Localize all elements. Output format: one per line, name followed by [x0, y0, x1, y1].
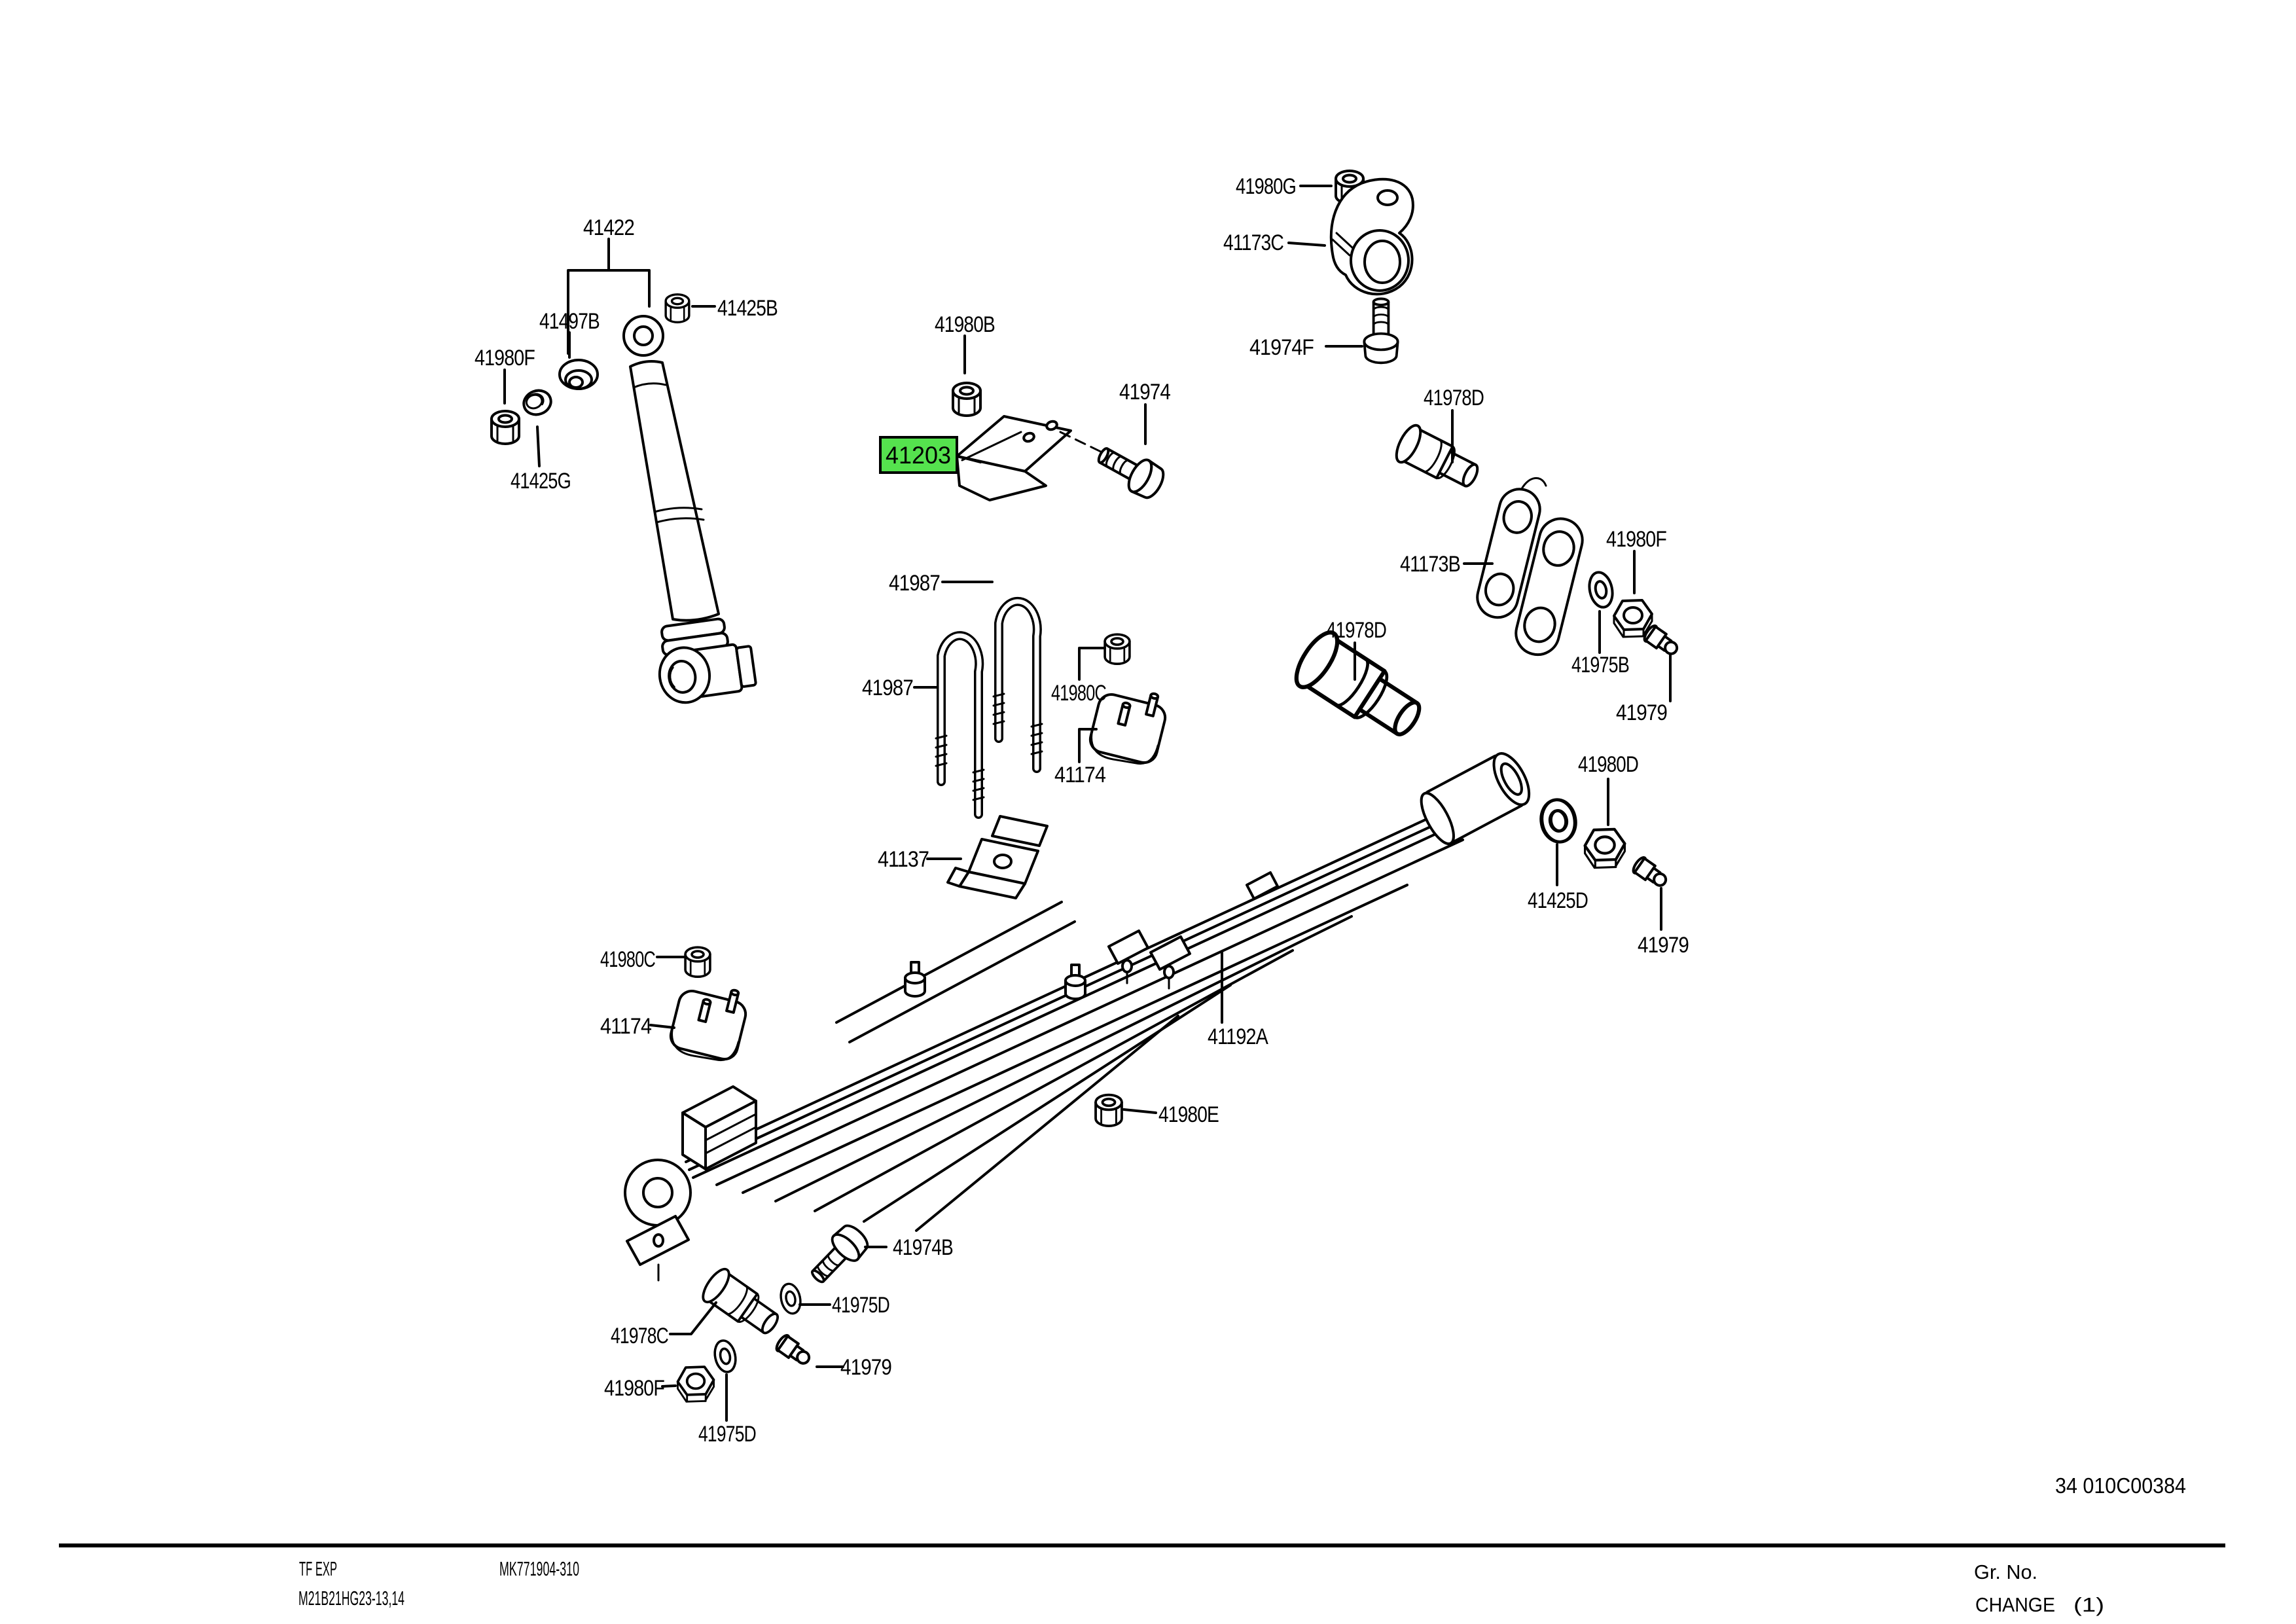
leader-lines	[503, 185, 1672, 1422]
nut-drawing-41980c-1	[1103, 633, 1131, 666]
grease-fitting-drawing-41979-1	[1641, 623, 1683, 660]
spring-bushing-drawing	[1420, 752, 1531, 846]
part-label-41974b: 41974B	[893, 1235, 953, 1260]
part-label-41980g: 41980G	[1236, 174, 1296, 199]
highlight-part-number[interactable]: 41203	[886, 442, 951, 469]
nut-drawing-41425b	[664, 293, 691, 323]
footer-gr-no-label: Gr. No.	[1974, 1561, 2037, 1583]
part-label-41975d-2: 41975D	[698, 1422, 756, 1447]
nut-drawing-41980c-2	[684, 946, 711, 978]
grease-fitting-drawing-41979-3	[773, 1332, 815, 1370]
bolt-drawing-41974f	[1363, 297, 1399, 365]
part-label-41192a: 41192A	[1208, 1024, 1268, 1049]
part-label-41979-2: 41979	[1638, 933, 1689, 958]
part-label-41173b: 41173B	[1400, 552, 1460, 577]
shock-absorber-drawing	[622, 315, 757, 704]
part-label-41979-3: 41979	[840, 1355, 891, 1380]
leaf-spring-drawing	[624, 784, 1501, 1282]
part-label-41980c-2: 41980C	[600, 947, 655, 972]
part-label-41173c: 41173C	[1223, 230, 1283, 255]
bolt-drawing-41974	[1090, 437, 1170, 504]
part-label-41978d-1: 41978D	[1424, 386, 1484, 410]
part-label-41974: 41974	[1119, 380, 1170, 405]
part-label-41137: 41137	[878, 847, 929, 872]
part-label-41975b: 41975B	[1571, 653, 1629, 677]
nut-drawing-41980b	[952, 382, 982, 417]
footer: 34 010C00384 TF EXP M21B21HG23-13,14 MK7…	[59, 1473, 2225, 1616]
part-labels: 41422 41497B 41425B 41980F 41425G 41980B…	[475, 174, 1689, 1447]
footer-drawing-number: MK771904-310	[499, 1557, 579, 1580]
part-label-41425d: 41425D	[1528, 888, 1588, 913]
footer-change-value: (1)	[2073, 1593, 2104, 1616]
part-label-41987-2: 41987	[862, 676, 913, 700]
part-label-41978d-2: 41978D	[1326, 618, 1386, 643]
part-label-41987-1: 41987	[889, 571, 940, 596]
footer-applicability: M21B21HG23-13,14	[298, 1587, 404, 1610]
leader-41422	[567, 238, 651, 355]
pin-drawing-41978c	[697, 1263, 787, 1344]
leader-41203-dashed	[1059, 431, 1106, 455]
leader-41174-2	[649, 1024, 675, 1029]
part-label-41497b: 41497B	[539, 309, 600, 334]
washer-drawing-41975b	[1585, 569, 1617, 611]
part-label-41980c-1: 41980C	[1051, 681, 1106, 706]
washer-drawing-41425d	[1538, 797, 1578, 845]
part-label-41422: 41422	[583, 215, 634, 240]
highlighted-part-label-41203[interactable]: 41203	[879, 436, 958, 474]
grease-fitting-drawing-41979-2	[1630, 854, 1672, 892]
part-label-41980f-3: 41980F	[604, 1376, 664, 1401]
highlight-box[interactable]	[879, 436, 958, 474]
bolt-drawing-41974b	[802, 1219, 874, 1291]
part-label-41978c: 41978C	[611, 1324, 668, 1348]
leader-41980c-1	[1078, 647, 1106, 681]
part-label-41425b: 41425B	[717, 296, 778, 321]
nut-drawing-41980f-3	[676, 1365, 715, 1403]
bushing-drawing-41497b	[558, 359, 599, 390]
footer-model-code: TF EXP	[299, 1557, 337, 1580]
leader-41203	[956, 455, 982, 463]
leader-41173c	[1287, 242, 1326, 247]
part-label-41975d-1: 41975D	[832, 1293, 889, 1318]
leader-41425g	[536, 425, 541, 467]
shackle-drawing-41173b	[1476, 477, 1584, 657]
part-label-41980e: 41980E	[1158, 1102, 1219, 1127]
u-bolt-drawing-41987-1	[992, 596, 1043, 773]
bracket-drawing-41203	[956, 415, 1072, 501]
bracket-drawing-41173c	[1329, 177, 1414, 296]
pin-drawing-41978d-2	[1289, 626, 1431, 749]
part-label-41980d: 41980D	[1578, 752, 1638, 777]
leader-41174-1	[1078, 728, 1098, 763]
leader-41980e	[1122, 1108, 1157, 1114]
u-bolt-drawing-41987-2	[935, 631, 985, 819]
seat-drawing-41137	[946, 815, 1049, 899]
footer-change-label: CHANGE	[1975, 1593, 2055, 1616]
part-label-41980f-1: 41980F	[475, 346, 535, 370]
pad-drawing-41174-2	[666, 976, 753, 1068]
nut-drawing-41980d	[1585, 829, 1625, 868]
nut-drawing-41980e	[1094, 1093, 1123, 1127]
part-label-41974f: 41974F	[1249, 335, 1314, 360]
part-label-41425g: 41425G	[511, 469, 571, 494]
leader-41978c	[669, 1301, 717, 1335]
part-label-41980f-2: 41980F	[1606, 527, 1666, 552]
part-label-41979-1: 41979	[1616, 700, 1667, 725]
part-label-41174-2: 41174	[600, 1014, 651, 1039]
washer-drawing-41975d-2	[711, 1337, 740, 1375]
washer-drawing-41975d-1	[777, 1280, 804, 1317]
part-label-41980b: 41980B	[935, 312, 995, 337]
part-label-41174-1: 41174	[1054, 763, 1105, 787]
grommet-drawing-41425g	[522, 389, 552, 416]
doc-number: 34 010C00384	[2055, 1473, 2186, 1498]
nut-drawing-41980f-1	[490, 410, 520, 445]
pin-drawing-41978d-1	[1390, 420, 1486, 497]
